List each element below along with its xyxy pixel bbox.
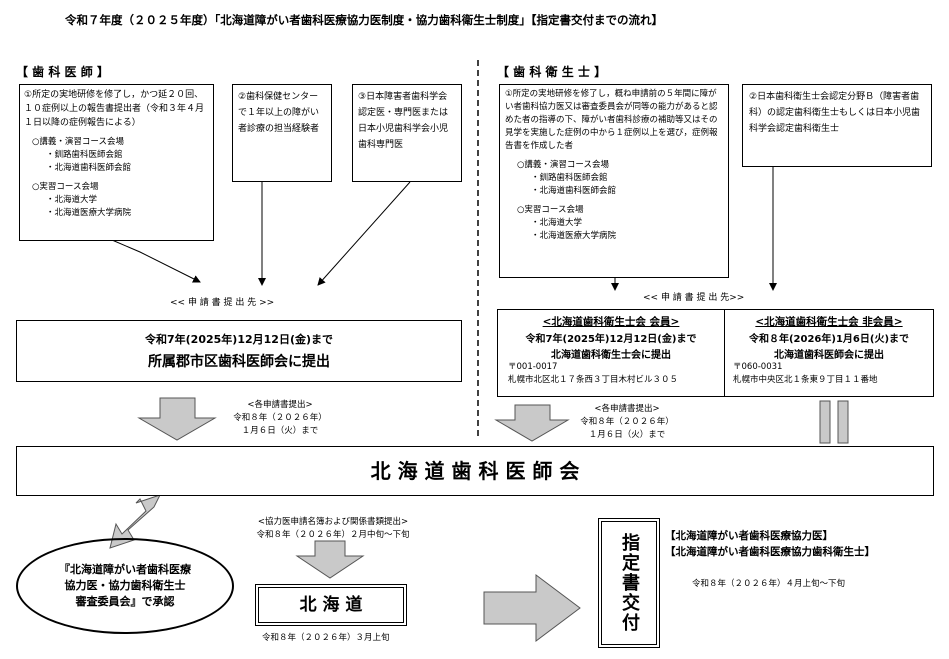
to-prefecture-date: 令和８年（２０２６年）２月中旬～下旬 — [256, 530, 410, 540]
dentist-submit-date: 令和7年(2025年)12月12日(金)まで — [145, 333, 333, 346]
hokkaido-dental-association: 北 海 道 歯 科 医 師 会 — [16, 446, 934, 496]
dentist-practice-item: ・北海道医療大学病院 — [46, 208, 132, 218]
committee-line: 『北海道障がい者歯科医療 — [59, 563, 191, 576]
dentist-lecture-label: ○講義・演習コース会場 — [32, 137, 124, 147]
page-title: 令和７年度（２０２５年度）「北海道障がい者歯科医療協力医制度・協力歯科衛生士制度… — [65, 13, 663, 27]
dentist-req1-text: ①所定の実地研修を修了し，かつ延２０回、１０症例以上の報告書提出者（令和３年４月… — [24, 90, 205, 128]
nonmember-submit: <北海道歯科衛生士会 非会員> 令和８年(2026年)1月6日(火)まで 北海道… — [725, 314, 933, 387]
dentist-header: 【 歯 科 医 師 】 — [16, 65, 109, 79]
nonmember-date: 令和８年(2026年)1月6日(火)まで — [748, 334, 910, 345]
big-arrow-member — [494, 404, 570, 442]
dentist-forward-label: <各申請書提出> — [247, 400, 313, 410]
issuance-item-dentist: 【北海道障がい者歯科医療協力医】 — [665, 530, 833, 542]
hygienist-lecture-item: ・釧路歯科医師会館 — [531, 173, 608, 183]
certificate-issuance: 指定書交付 — [598, 518, 660, 648]
member-heading: <北海道歯科衛生士会 会員> — [542, 316, 680, 328]
double-bar-left — [819, 400, 831, 444]
dentist-requirement-2: ②歯科保健センターで１年以上の障がい者診療の担当経験者 — [232, 84, 332, 182]
hygienist-req1-text: ①所定の実地研修を修了し，概ね申請前の５年間に障がい者歯科協力医又は審査委員会が… — [505, 89, 718, 151]
dentist-forward-deadline: １月６日（火）まで — [241, 426, 319, 436]
hygienist-forward-date: 令和８年（２０２６年） — [580, 417, 674, 427]
dentist-lecture-item: ・釧路歯科医師会館 — [46, 150, 123, 160]
dentist-forward-note: <各申請書提出> 令和８年（２０２６年） １月６日（火）まで — [225, 399, 335, 438]
member-date: 令和7年(2025年)12月12日(金)まで — [525, 334, 697, 345]
hygienist-submit-label: << 申 請 書 提 出 先>> — [643, 293, 745, 303]
dentist-requirement-3: ③日本障害者歯科学会認定医・専門医または日本小児歯科学会小児歯科専門医 — [352, 84, 462, 182]
hygienist-requirement-1: ①所定の実地研修を修了し，概ね申請前の５年間に障がい者歯科協力医又は審査委員会が… — [499, 84, 729, 278]
hygienist-forward-deadline: １月６日（火）まで — [588, 430, 666, 440]
hygienist-header: 【 歯 科 衛 生 士 】 — [497, 65, 607, 79]
big-arrow-to-prefecture — [295, 540, 365, 579]
to-prefecture-label: <協力医申請名簿および関係書類提出> — [257, 517, 409, 527]
dentist-req2-text: ②歯科保健センターで１年以上の障がい者診療の担当経験者 — [238, 92, 320, 134]
hygienist-submit-box: <北海道歯科衛生士会 会員> 令和7年(2025年)12月12日(金)まで 北海… — [497, 309, 934, 397]
nonmember-place: 北海道歯科医師会に提出 — [774, 350, 884, 361]
to-prefecture-note: <協力医申請名簿および関係書類提出> 令和８年（２０２６年）２月中旬～下旬 — [228, 516, 438, 542]
prefecture-date: 令和８年（２０２６年）３月上旬 — [262, 633, 390, 643]
big-arrow-dentist — [137, 397, 217, 441]
dentist-requirement-1: ①所定の実地研修を修了し，かつ延２０回、１０症例以上の報告書提出者（令和３年４月… — [19, 84, 214, 241]
committee-line: 審査委員会』で承認 — [75, 595, 175, 608]
dentist-practice-item: ・北海道大学 — [46, 195, 98, 205]
hygienist-lecture-item: ・北海道歯科医師会館 — [531, 186, 617, 196]
review-committee: 『北海道障がい者歯科医療 協力医・協力歯科衛生士 審査委員会』で承認 — [16, 538, 234, 634]
issuance-label: 指定書交付 — [619, 533, 640, 633]
big-arrow-to-issue — [483, 574, 581, 642]
hygienist-requirement-2: ②日本歯科衛生士会認定分野Ｂ（障害者歯科）の認定歯科衛生士もしくは日本小児歯科学… — [742, 84, 932, 167]
issuance-items: 【北海道障がい者歯科医療協力医】 【北海道障がい者歯科医療協力歯科衛生士】 — [665, 528, 875, 560]
dentist-practice-label: ○実習コース会場 — [32, 182, 99, 192]
nonmember-heading: <北海道歯科衛生士会 非会員> — [755, 316, 903, 328]
submit-box-divider — [724, 310, 725, 396]
hygienist-practice-label: ○実習コース会場 — [517, 205, 584, 215]
dentist-submit-box: 令和7年(2025年)12月12日(金)まで 所属郡市区歯科医師会に提出 — [16, 320, 462, 382]
dentist-submit-label: << 申 請 書 提 出 先 >> — [170, 298, 275, 308]
issuance-date: 令和８年（２０２６年）４月上旬～下旬 — [692, 579, 846, 589]
hygienist-practice-item: ・北海道大学 — [531, 218, 583, 228]
member-place: 北海道歯科衛生士会に提出 — [551, 350, 671, 361]
hokkaido-prefecture: 北 海 道 — [255, 584, 407, 626]
arrow-req3-to-submit — [317, 181, 411, 286]
dentist-submit-place: 所属郡市区歯科医師会に提出 — [148, 354, 330, 370]
hygienist-practice-item: ・北海道医療大学病院 — [531, 231, 617, 241]
hygienist-forward-label: <各申請書提出> — [594, 404, 660, 414]
arrow-req1-to-submit — [111, 239, 201, 283]
member-postal: 〒001-0017 — [508, 362, 558, 372]
nonmember-postal: 〒060-0031 — [733, 362, 783, 372]
hygienist-forward-note: <各申請書提出> 令和８年（２０２６年） １月６日（火）まで — [572, 403, 682, 442]
committee-line: 協力医・協力歯科衛生士 — [64, 579, 186, 592]
double-bar-right — [837, 400, 849, 444]
dentist-req3-text: ③日本障害者歯科学会認定医・専門医または日本小児歯科学会小児歯科専門医 — [358, 92, 449, 150]
nonmember-address: 札幌市中央区北１条東９丁目１１番地 — [733, 375, 878, 385]
member-address: 札幌市北区北１７条西３丁目木村ビル３０５ — [508, 375, 679, 385]
dentist-forward-date: 令和８年（２０２６年） — [233, 413, 327, 423]
hygienist-req2-text: ②日本歯科衛生士会認定分野Ｂ（障害者歯科）の認定歯科衛生士もしくは日本小児歯科学… — [749, 92, 921, 134]
issuance-item-hygienist: 【北海道障がい者歯科医療協力歯科衛生士】 — [665, 546, 875, 558]
member-submit: <北海道歯科衛生士会 会員> 令和7年(2025年)12月12日(金)まで 北海… — [498, 314, 724, 387]
dentist-lecture-item: ・北海道歯科医師会館 — [46, 163, 132, 173]
hygienist-lecture-label: ○講義・演習コース会場 — [517, 160, 609, 170]
